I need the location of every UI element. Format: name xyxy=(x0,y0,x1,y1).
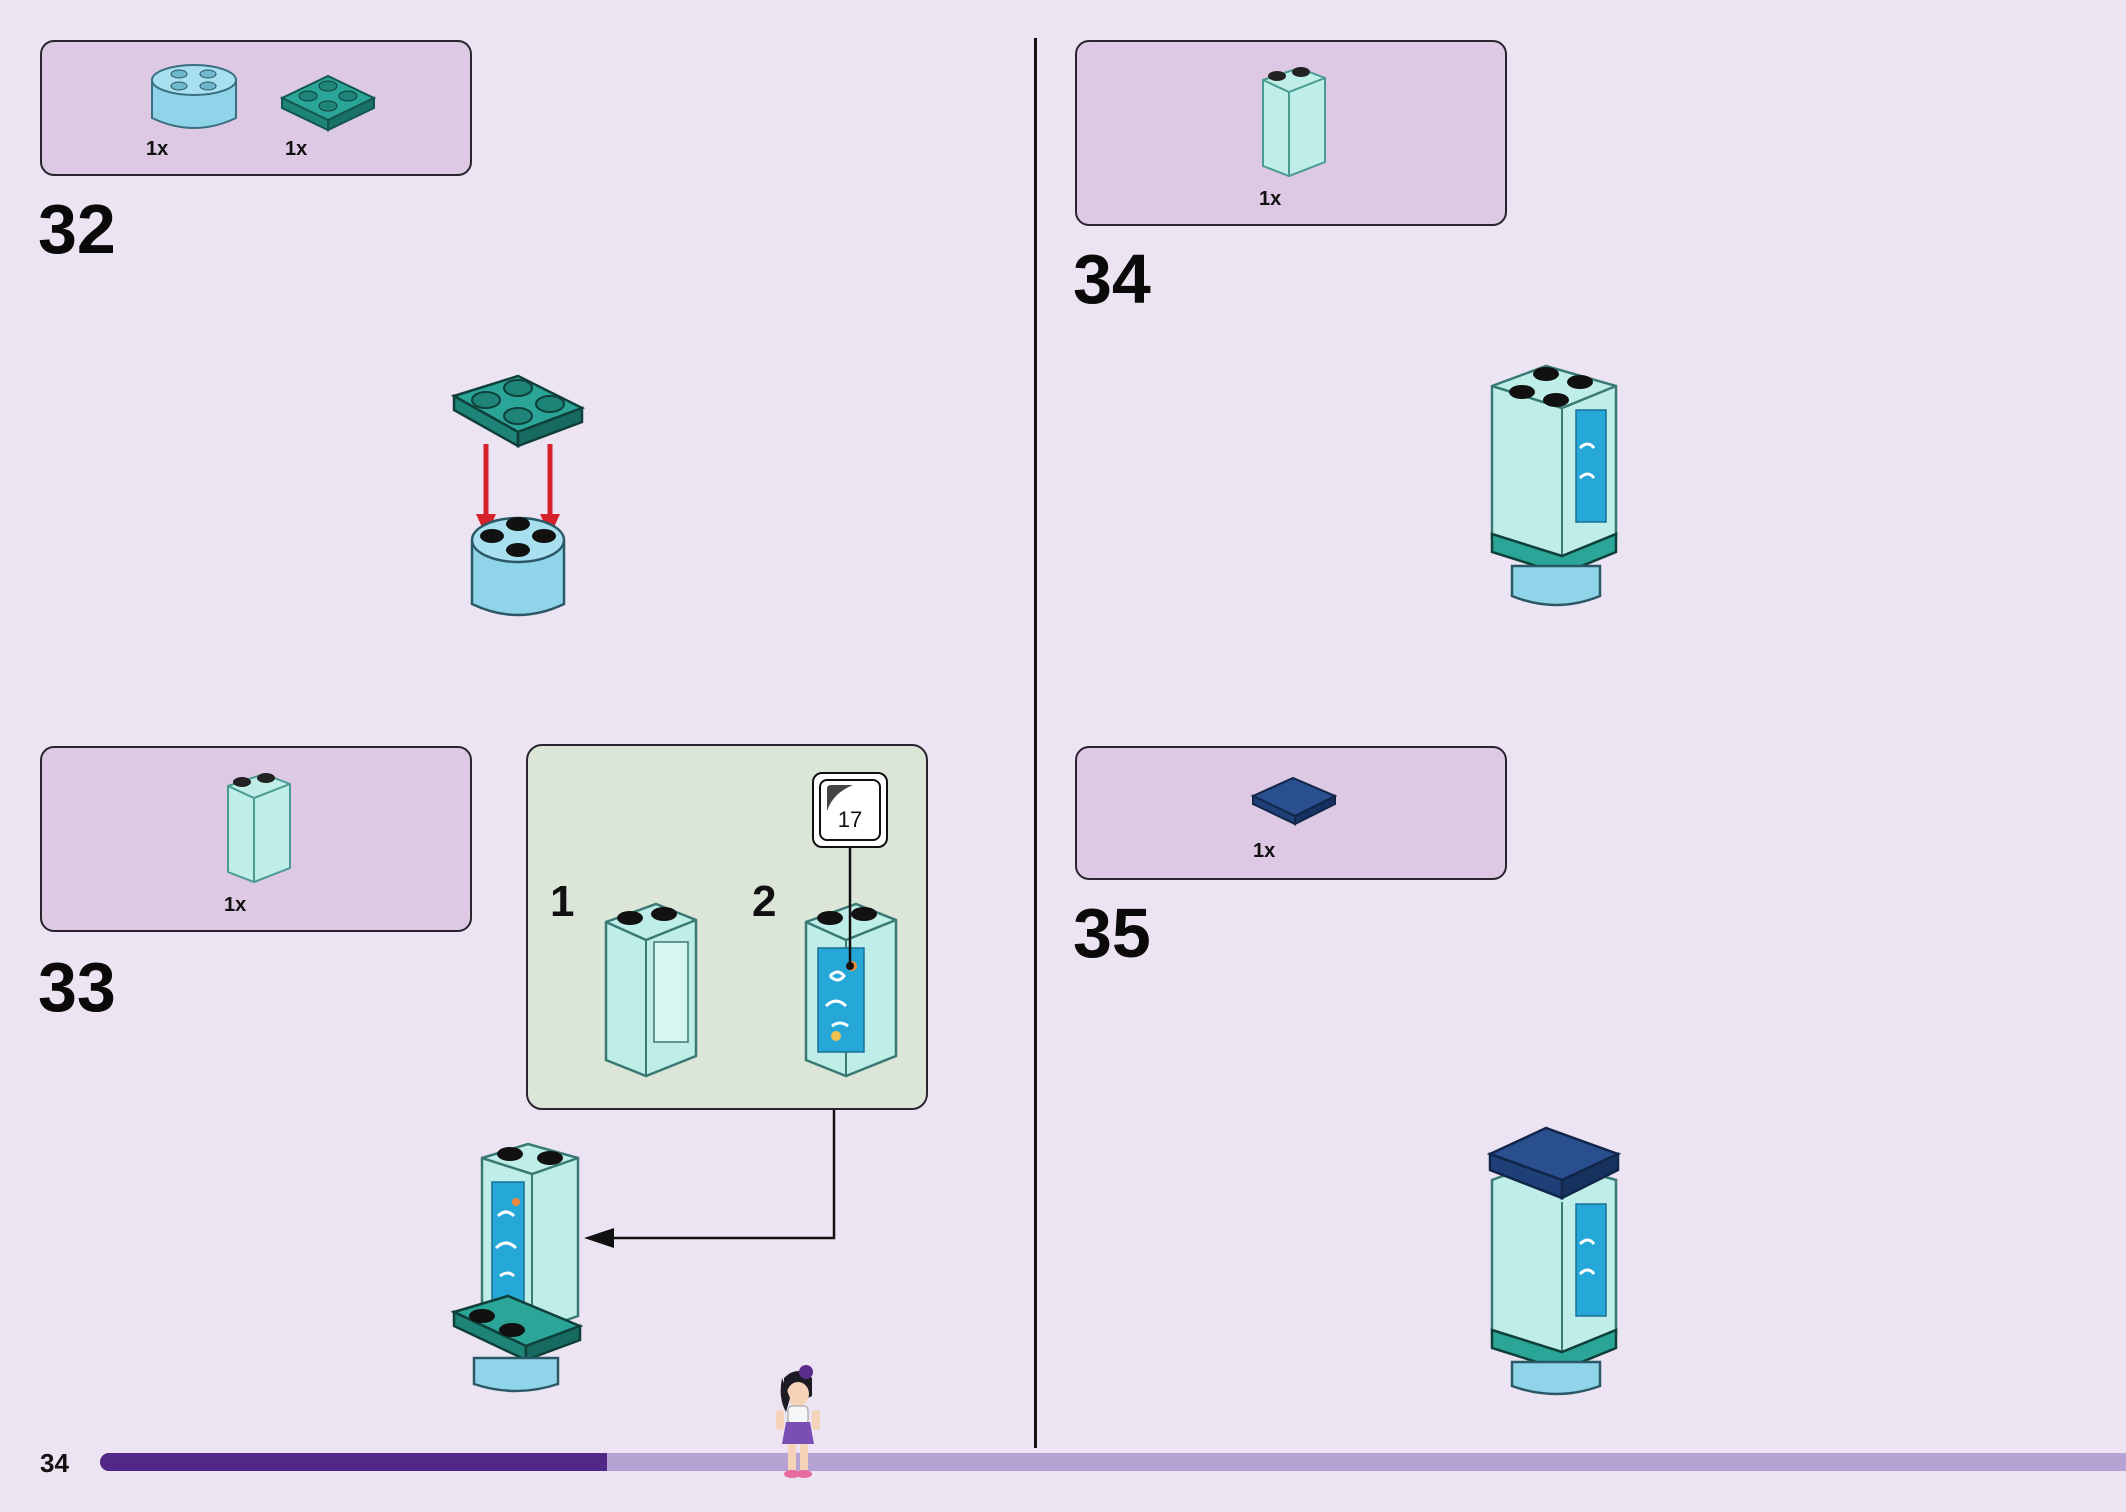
part-qty-label: 1x xyxy=(1253,840,1276,862)
part-qty-label: 1x xyxy=(285,138,308,160)
parts-callout-step-32: 1x 1x xyxy=(40,40,472,176)
step-33-assembly-illustration xyxy=(450,1142,584,1393)
step-number: 33 xyxy=(38,948,116,1026)
sticker-badge: 17 xyxy=(812,772,888,848)
tile-part-icon xyxy=(1250,776,1338,826)
page-number: 34 xyxy=(40,1448,69,1478)
parts-callout-step-33: 1x xyxy=(40,746,472,932)
parts-callout-step-35: 1x xyxy=(1075,746,1507,880)
step-number: 35 xyxy=(1073,894,1151,972)
sub-assembly-callout: 1 2 17 xyxy=(526,744,928,1110)
sub-step-number: 1 xyxy=(550,877,575,926)
step-35-assembly-illustration xyxy=(1486,1126,1622,1396)
stickered-panel-icon xyxy=(804,902,898,1078)
part-qty-label: 1x xyxy=(1259,188,1282,210)
plate-part-icon xyxy=(279,74,377,132)
parts-callout-step-34: 1x xyxy=(1075,40,1507,226)
panel-part-icon xyxy=(1262,66,1326,178)
part-qty-label: 1x xyxy=(146,138,169,160)
step-32-assembly-illustration xyxy=(450,374,586,617)
step-number: 32 xyxy=(38,190,116,268)
minidoll-figure-icon xyxy=(776,1365,820,1478)
progress-bar xyxy=(100,1453,2126,1471)
panel-part-icon xyxy=(227,772,291,884)
sticker-number: 17 xyxy=(837,807,863,832)
page-divider xyxy=(1034,38,1037,1448)
progress-bar-fill xyxy=(100,1453,607,1471)
panel-icon xyxy=(604,902,698,1078)
step-number: 34 xyxy=(1073,240,1151,318)
part-qty-label: 1x xyxy=(224,894,247,916)
sticker-curl-icon xyxy=(827,785,853,811)
round-brick-part-icon xyxy=(151,64,237,129)
step-34-assembly-illustration xyxy=(1490,364,1618,607)
sub-step-number: 2 xyxy=(752,877,777,926)
sticker-pointer-line xyxy=(846,848,854,970)
